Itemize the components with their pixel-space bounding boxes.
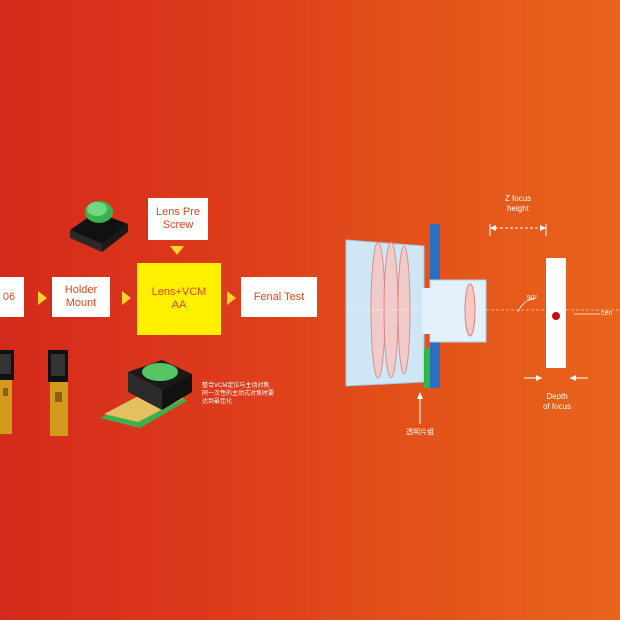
board-green [424, 348, 432, 388]
sensor-head-bezel [422, 288, 432, 334]
sensor-lens [464, 283, 476, 337]
camera-flex-module-2 [48, 350, 68, 436]
depth-of-focus-label: Depth of focus [542, 392, 571, 411]
step-final-test-label: Fenal Test [253, 290, 305, 303]
step-cut-box: 06 [0, 277, 24, 317]
lens-module-photo [70, 201, 128, 252]
flow-arrow-1 [38, 291, 47, 305]
angle-arc [517, 297, 537, 313]
flow-arrow-down [170, 246, 184, 255]
flow-arrow-2 [122, 291, 131, 305]
step-holder-mount-label: Holder Mount [64, 284, 98, 309]
step-lens-vcm-aa-box: Lens+VCM AA [137, 263, 221, 335]
focus-center-dot [552, 312, 560, 320]
angle-label: 90° [526, 295, 538, 302]
bottom-part-label: 透明片组 [406, 429, 434, 436]
vcm-caption: 整合VCM定位与主动对焦 同一次性的主动式对焦时要 达到最佳化 [202, 383, 275, 405]
z-focus-height-label: Z focus height [504, 194, 532, 213]
step-lens-vcm-aa-label: Lens+VCM AA [151, 286, 207, 311]
step-cut-label: 06 [2, 290, 16, 303]
vcm-module-photo [100, 360, 192, 428]
step-lens-pre-screw-box: Lens Pre Screw [148, 198, 208, 240]
step-lens-pre-screw-label: Lens Pre Screw [155, 206, 201, 231]
sensor-head [429, 279, 487, 343]
step-holder-mount-box: Holder Mount [52, 277, 110, 317]
camera-flex-module-1 [0, 350, 14, 434]
flow-arrow-3 [227, 291, 236, 305]
step-final-test-box: Fenal Test [241, 277, 317, 317]
center-label: cen [601, 310, 613, 317]
